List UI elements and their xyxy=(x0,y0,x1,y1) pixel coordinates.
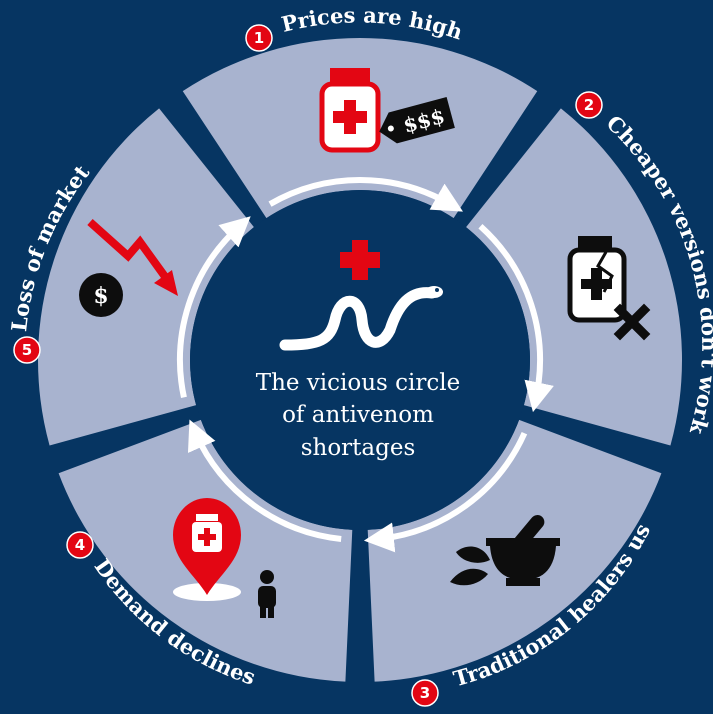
person-icon xyxy=(258,570,276,618)
mortar-pestle-icon xyxy=(486,515,560,586)
arrow-2 xyxy=(478,224,554,413)
snake-icon xyxy=(279,286,443,351)
step-2-badge xyxy=(575,91,603,119)
medical-cross-icon xyxy=(340,240,380,280)
arrow-3 xyxy=(363,431,528,553)
ring-segment-5 xyxy=(37,108,254,446)
center-title-line-3: shortages xyxy=(301,435,416,461)
broken-bottle-icon xyxy=(567,236,627,323)
falling-arrow-icon xyxy=(87,219,178,296)
step-3-badge xyxy=(411,679,439,707)
step-4-badge xyxy=(66,531,94,559)
arrow-4 xyxy=(187,419,342,542)
circle-arrows xyxy=(177,177,554,553)
leaves-icon xyxy=(450,546,490,586)
arrow-1 xyxy=(268,177,463,212)
step-4-number: 4 xyxy=(75,536,85,554)
step-5-number: 5 xyxy=(22,341,32,359)
price-tag-icon: $$$ xyxy=(379,96,455,144)
step-5-badge xyxy=(13,336,41,364)
medicine-bottle-icon xyxy=(319,68,381,153)
map-pin-bottle-icon xyxy=(173,498,241,601)
cross-mark-icon xyxy=(613,303,651,341)
center-title-line-1: The vicious circle xyxy=(256,370,461,396)
center-title-line-2: of antivenom xyxy=(282,402,434,428)
coin-symbol: $ xyxy=(93,283,108,309)
center-circle xyxy=(190,190,530,530)
arrow-5 xyxy=(177,216,251,399)
step-3-number: 3 xyxy=(420,684,430,702)
step-1-badge xyxy=(245,24,273,52)
step-2-number: 2 xyxy=(584,96,594,114)
step-1-number: 1 xyxy=(254,29,264,47)
dollar-coin-icon: $ xyxy=(79,273,123,317)
